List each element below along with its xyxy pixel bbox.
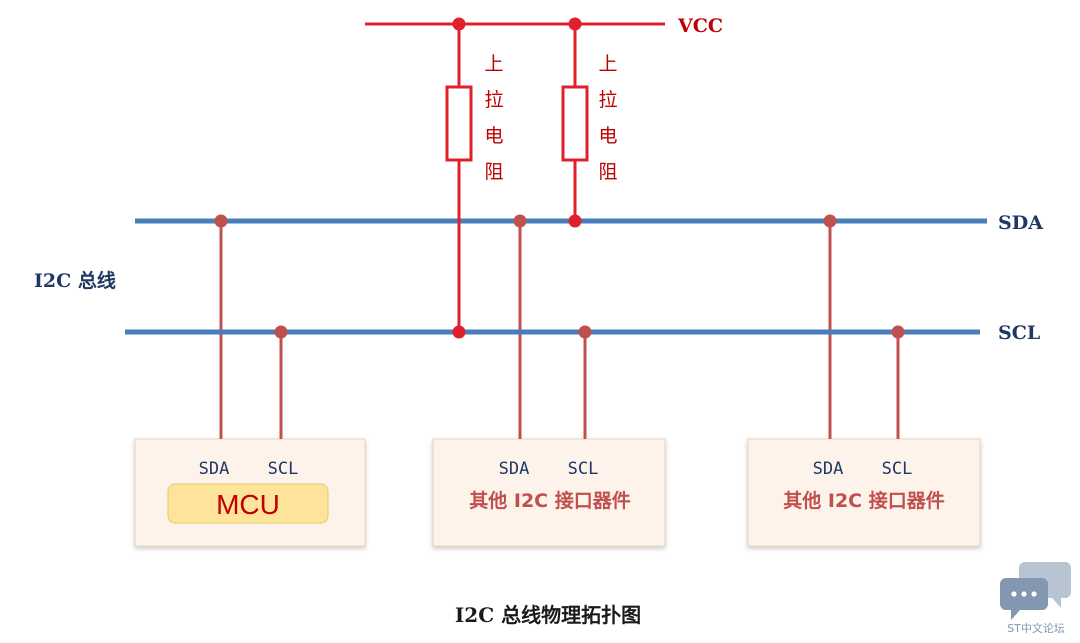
pullup-2-label: 上 拉 电 阻 <box>598 53 617 183</box>
pullup1-char-2: 拉 <box>484 89 503 111</box>
device-other-2: SDA SCL 其他 I2C 接口器件 <box>747 438 981 547</box>
junction-vcc-1 <box>452 17 466 31</box>
sda-label: SDA <box>998 212 1043 234</box>
mcu-scl-pin-label: SCL <box>268 459 299 479</box>
device-other-1: SDA SCL 其他 I2C 接口器件 <box>432 438 666 547</box>
device2-name: 其他 I2C 接口器件 <box>783 489 944 512</box>
scl-label: SCL <box>998 322 1040 344</box>
pullup-1-label: 上 拉 电 阻 <box>484 53 503 183</box>
junction-pullup-sda <box>568 214 582 228</box>
watermark-text: ST中文论坛 <box>1007 621 1065 635</box>
pullup-resistor-2 <box>561 85 589 162</box>
vcc-label: VCC <box>677 15 723 37</box>
mcu-label: MCU <box>216 489 280 520</box>
junction-dev2-scl <box>891 325 905 339</box>
diagram-caption: I2C 总线物理拓扑图 <box>455 603 641 627</box>
pullup-network <box>365 22 665 332</box>
pullup2-char-2: 拉 <box>598 89 617 111</box>
pullup1-char-4: 阻 <box>484 161 503 183</box>
pullup2-char-4: 阻 <box>598 161 617 183</box>
pullup2-char-3: 电 <box>598 125 617 147</box>
device1-name: 其他 I2C 接口器件 <box>469 489 630 512</box>
bus-label: I2C 总线 <box>34 269 116 292</box>
junction-pullup-scl <box>452 325 466 339</box>
mcu-sda-pin-label: SDA <box>199 459 230 479</box>
junction-vcc-2 <box>568 17 582 31</box>
mcu-chip <box>167 483 329 524</box>
device1-scl-pin-label: SCL <box>568 459 599 479</box>
junction-dev1-sda <box>513 214 527 228</box>
device1-sda-pin-label: SDA <box>499 459 530 479</box>
junctions <box>214 17 905 339</box>
device2-scl-pin-label: SCL <box>882 459 913 479</box>
watermark-logo: ST中文论坛 <box>1000 562 1071 635</box>
chat-bubbles-icon <box>1000 562 1071 620</box>
junction-dev1-scl <box>578 325 592 339</box>
junction-mcu-scl <box>274 325 288 339</box>
pullup1-char-1: 上 <box>484 53 503 75</box>
junction-mcu-sda <box>214 214 228 228</box>
device2-sda-pin-label: SDA <box>813 459 844 479</box>
pullup2-char-1: 上 <box>598 53 617 75</box>
pullup-resistor-1 <box>445 85 473 162</box>
pullup1-char-3: 电 <box>484 125 503 147</box>
junction-dev2-sda <box>823 214 837 228</box>
device-mcu: SDA SCL MCU <box>134 438 366 547</box>
